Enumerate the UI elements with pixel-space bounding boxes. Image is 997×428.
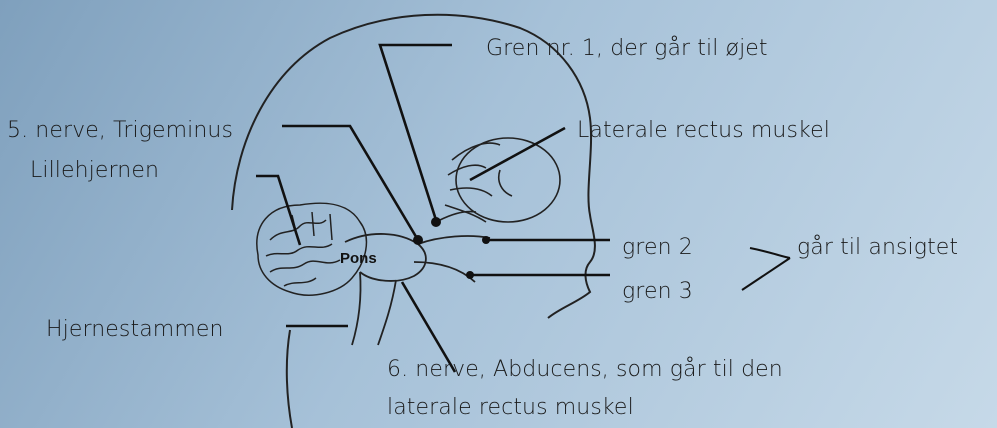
label-branch1: Gren nr. 1, der går til øjet [486,36,768,61]
label-abducens-line1: 6. nerve, Abducens, som går til den [387,357,783,382]
label-branch3: gren 3 [622,279,693,304]
label-abducens-line2: laterale rectus muskel [387,395,634,420]
label-to-face: går til ansigtet [797,235,958,260]
leader-lateral-rectus [470,128,565,180]
label-trigeminus: 5. nerve, Trigeminus [7,118,233,143]
label-branch2: gren 2 [622,235,693,260]
branch-bracket [742,248,790,290]
label-cerebellum: Lillehjernen [30,158,159,183]
label-pons: Pons [340,250,377,267]
nerve-points [413,217,490,279]
leader-lines [256,45,610,372]
label-brainstem: Hjernestammen [46,317,224,342]
leader-trigeminus [282,126,418,240]
label-lateral-rectus: Laterale rectus muskel [577,118,830,143]
eye-illustration [440,138,560,222]
